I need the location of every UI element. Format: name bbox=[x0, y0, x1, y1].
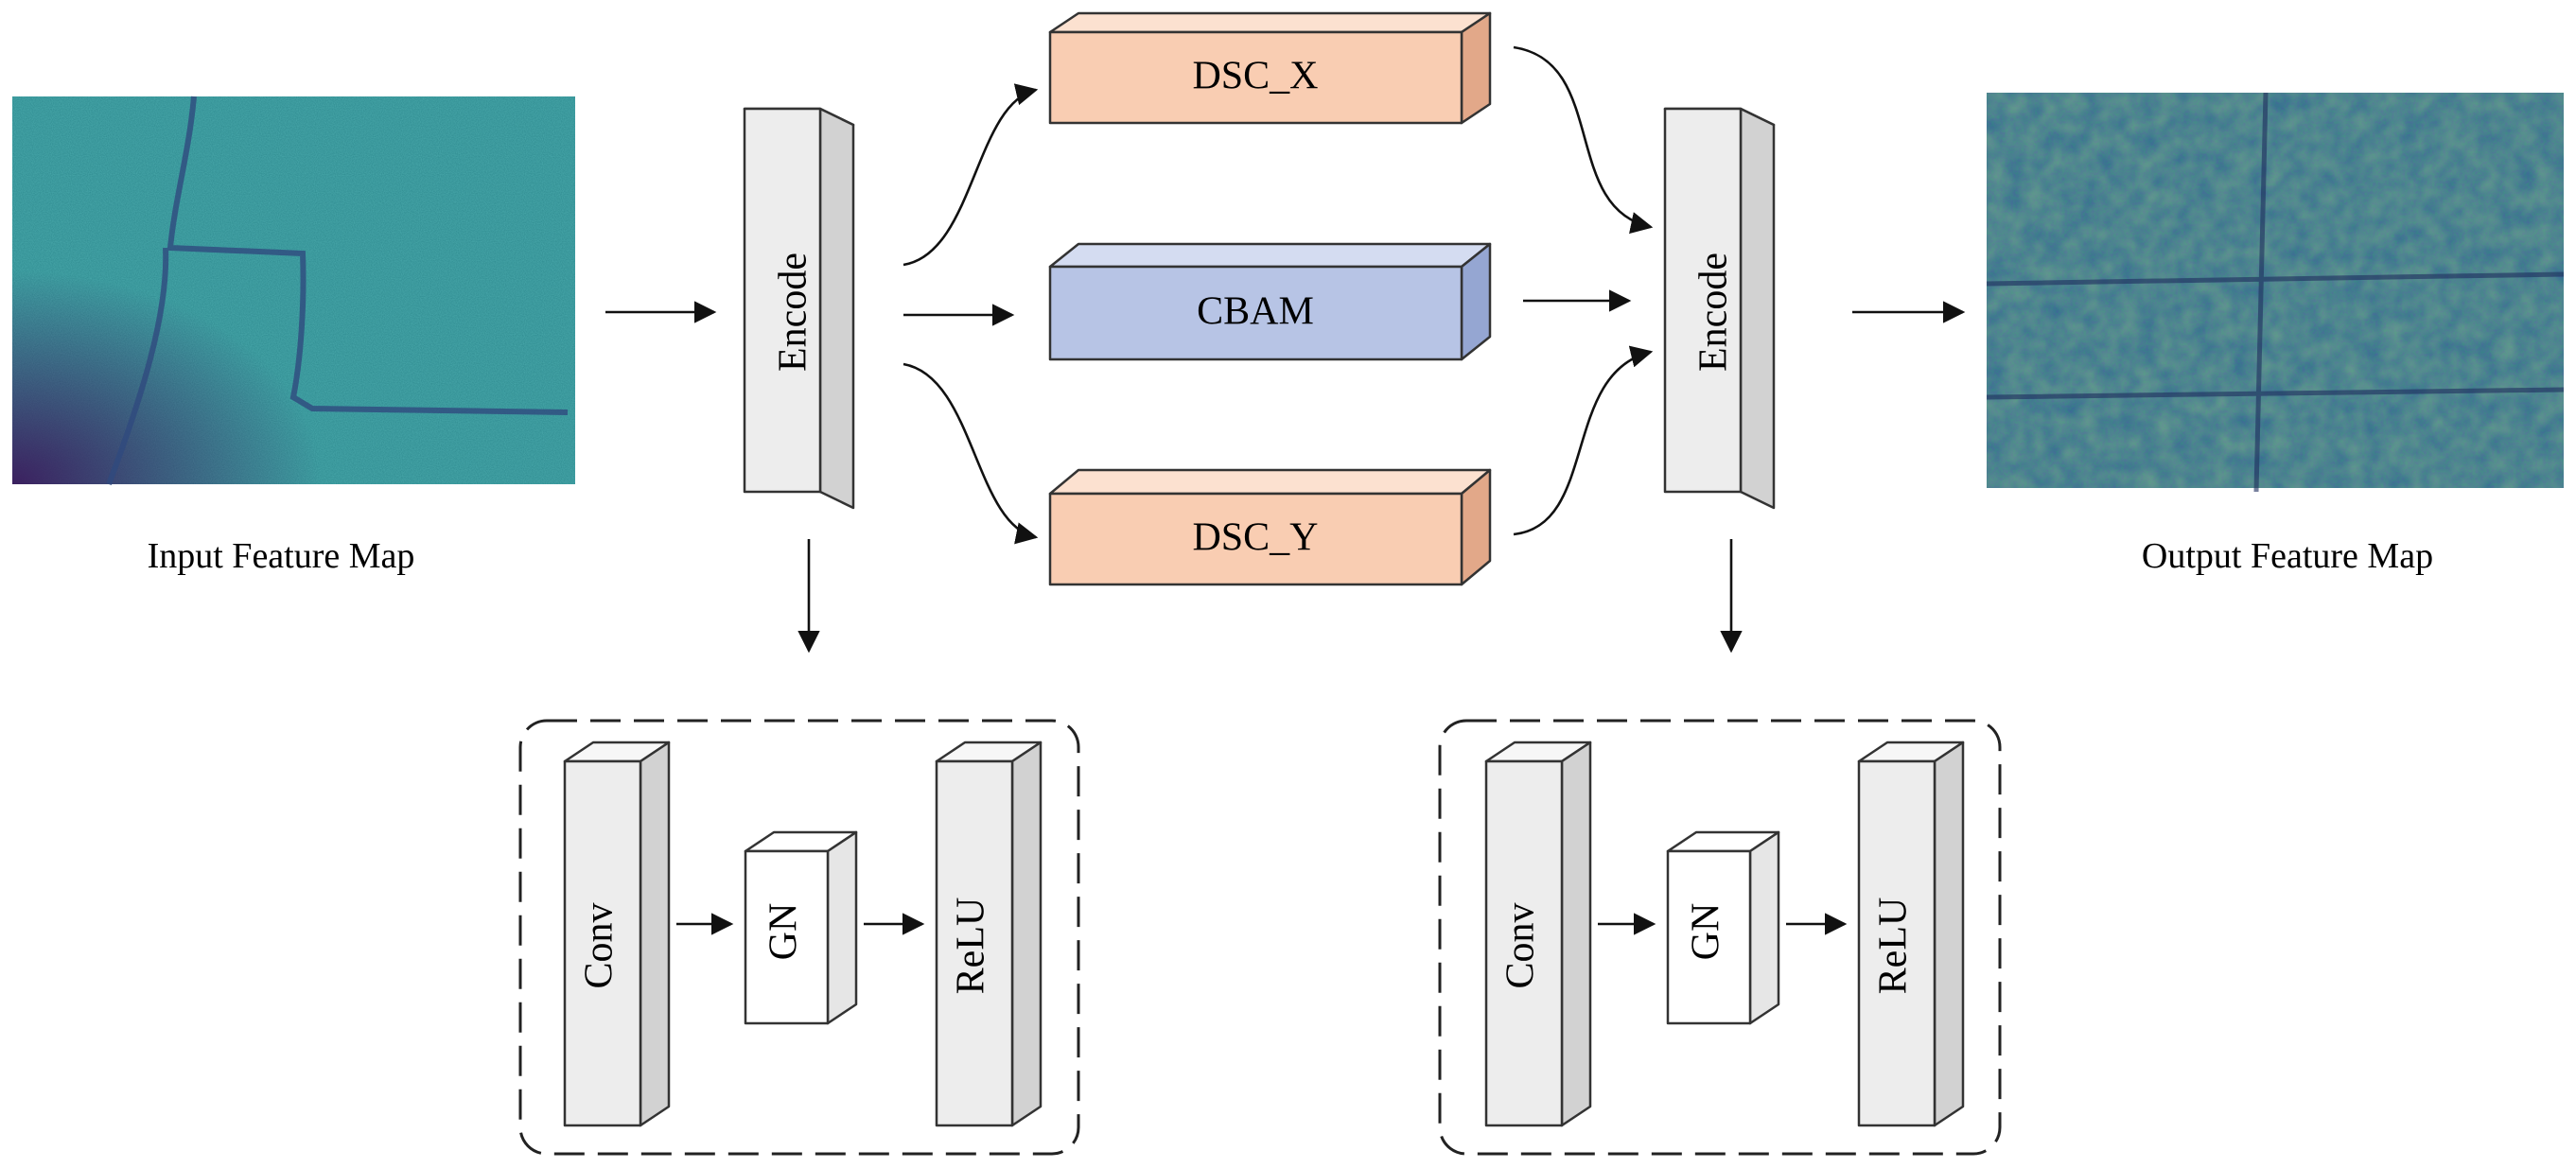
dsc-y-front bbox=[1048, 492, 1463, 586]
dsc-x-block: DSC_X bbox=[1048, 11, 1492, 125]
input-map-shadow bbox=[12, 96, 575, 484]
dsc-x-label: DSC_X bbox=[1192, 55, 1318, 98]
detail-right-gn: GN bbox=[1666, 830, 1780, 1025]
detail-left-dashed-border bbox=[518, 719, 1080, 1156]
encode-right-label: Encode bbox=[1692, 253, 1736, 372]
detail-left-conv-label: Conv bbox=[578, 902, 622, 988]
detail-right-conv: Conv bbox=[1484, 741, 1592, 1127]
cbam-top bbox=[1048, 242, 1492, 269]
encode-block-right: Encode bbox=[1663, 107, 1776, 510]
input-map-caption: Input Feature Map bbox=[148, 536, 415, 576]
detail-right-relu: ReLU bbox=[1857, 741, 1965, 1127]
dsc-x-side bbox=[1460, 11, 1492, 125]
encode-detail-left: Conv GN ReLU bbox=[518, 719, 1080, 1156]
detail-right-conv-label: Conv bbox=[1499, 902, 1543, 988]
encode-detail-right: Conv GN ReLU bbox=[1438, 719, 2002, 1156]
detail-left-relu-label: ReLU bbox=[950, 898, 993, 995]
input-map-crack bbox=[106, 96, 569, 486]
encode-left-front bbox=[743, 107, 822, 494]
detail-left-gn: GN bbox=[744, 830, 858, 1025]
encode-block-left: Encode bbox=[743, 107, 855, 510]
arrow-encode-to-dsc-y bbox=[902, 362, 1039, 545]
detail-right-relu-label: ReLU bbox=[1872, 898, 1916, 995]
encode-right-side bbox=[1739, 107, 1776, 510]
input-feature-map bbox=[12, 96, 575, 486]
cbam-block: CBAM bbox=[1048, 242, 1492, 361]
cbam-front bbox=[1048, 265, 1463, 361]
cbam-label: CBAM bbox=[1197, 290, 1314, 334]
arrow-dsc-y-to-encode bbox=[1513, 345, 1654, 536]
detail-left-gn-label: GN bbox=[762, 903, 806, 961]
encode-left-side bbox=[818, 107, 855, 510]
detail-right-dashed-border bbox=[1438, 719, 2002, 1156]
dsc-x-top bbox=[1048, 11, 1492, 34]
arrow-encode-to-dsc-x bbox=[902, 83, 1039, 267]
dsc-x-front bbox=[1048, 30, 1463, 125]
detail-left-conv: Conv bbox=[563, 741, 671, 1127]
output-feature-map bbox=[1986, 92, 2565, 493]
dsc-y-block: DSC_Y bbox=[1048, 468, 1492, 586]
dsc-y-label: DSC_Y bbox=[1192, 516, 1318, 560]
dsc-y-top bbox=[1048, 468, 1492, 496]
output-map-caption: Output Feature Map bbox=[2142, 536, 2433, 576]
output-map-highlights bbox=[1987, 93, 2564, 488]
encode-left-label: Encode bbox=[772, 253, 815, 372]
output-map-grid-lines bbox=[1986, 92, 2565, 493]
detail-left-relu: ReLU bbox=[935, 741, 1043, 1127]
arrow-dsc-x-to-encode bbox=[1513, 45, 1654, 235]
encode-right-front bbox=[1663, 107, 1743, 494]
detail-right-gn-label: GN bbox=[1685, 903, 1728, 961]
